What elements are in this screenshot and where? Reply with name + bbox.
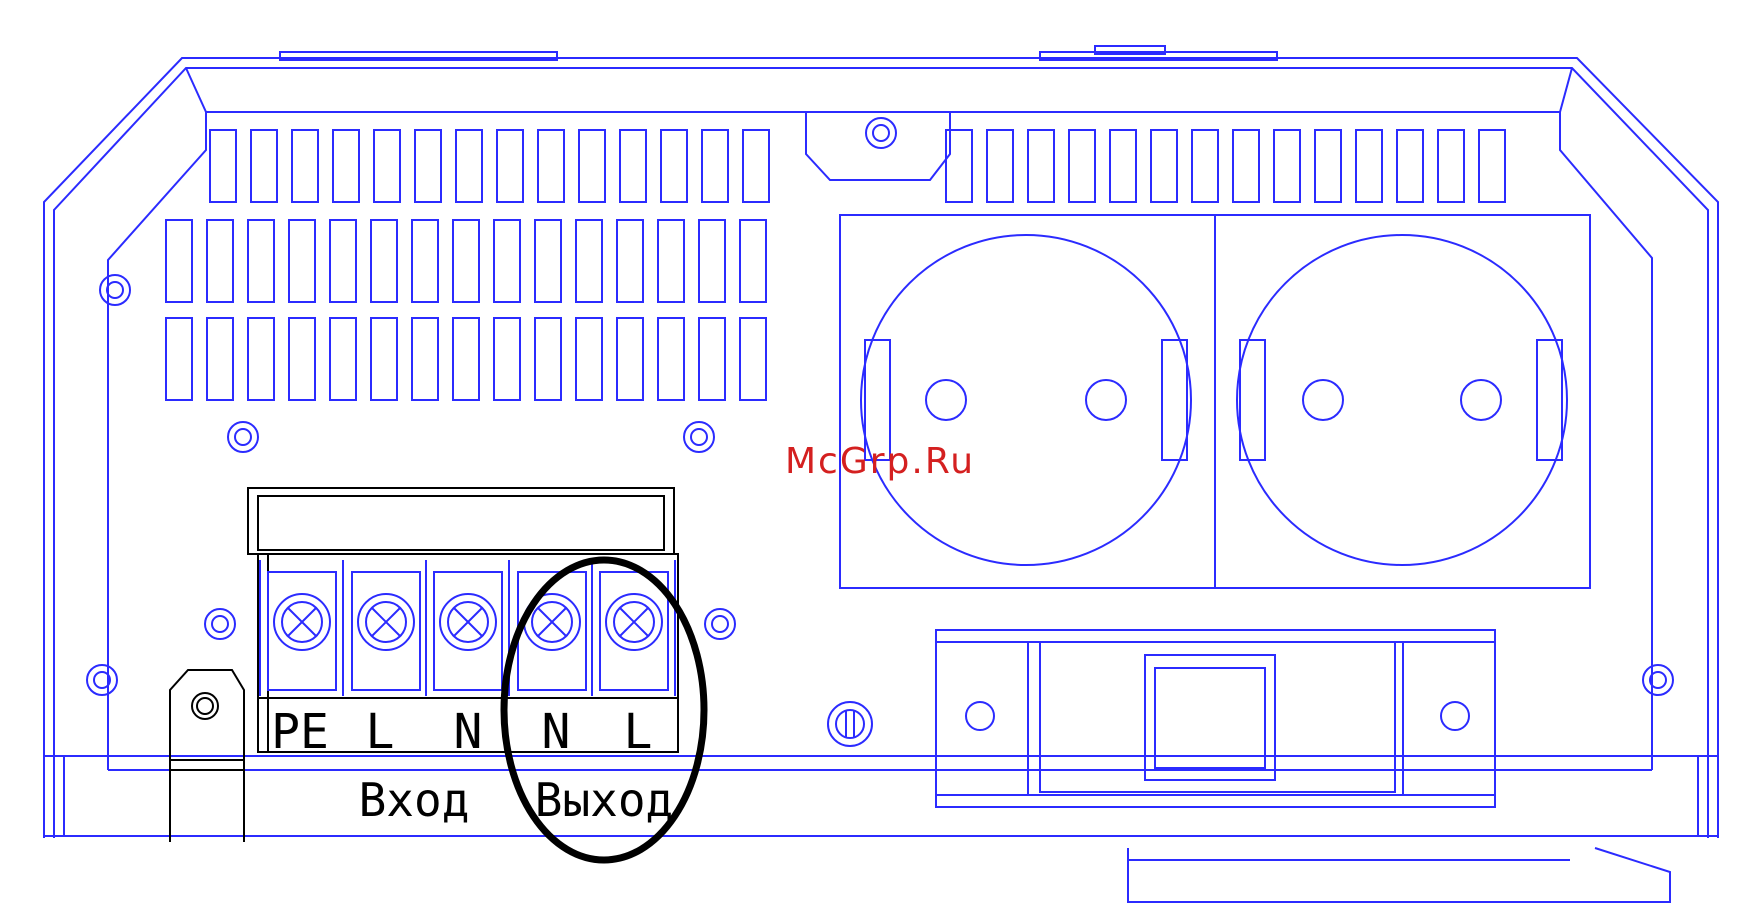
vent-slot — [1192, 130, 1218, 202]
power-switch — [936, 630, 1495, 807]
vent-slot — [579, 130, 605, 202]
vent-slot — [702, 130, 728, 202]
vent-slot — [1274, 130, 1300, 202]
vent-slot — [1233, 130, 1259, 202]
screw-hole — [705, 609, 735, 639]
vent-slot — [333, 130, 359, 202]
foot — [1128, 848, 1670, 902]
vent-slot — [1397, 130, 1423, 202]
vent-slot — [248, 318, 274, 400]
vent-slot — [661, 130, 687, 202]
vent-slot — [412, 220, 438, 302]
vent-slot — [576, 220, 602, 302]
terminal-cell — [352, 572, 420, 690]
vent-slot — [453, 220, 479, 302]
terminal-label-l-out: L — [624, 704, 653, 760]
vent-slot — [494, 318, 520, 400]
vent-slot — [207, 318, 233, 400]
screw-hole-inner — [212, 616, 228, 632]
vent-slot — [1438, 130, 1464, 202]
terminal-label-n-out: N — [542, 704, 571, 760]
screw-hole-inner — [712, 616, 728, 632]
vent-slot — [456, 130, 482, 202]
vent-slot — [1356, 130, 1382, 202]
vent-slot — [740, 318, 766, 400]
vent-slot — [1069, 130, 1095, 202]
vent-slot — [658, 220, 684, 302]
terminal-block: PE L N N L Вход Выход — [248, 488, 678, 827]
screw-holes — [87, 118, 1673, 746]
watermark: McGrp.Ru — [785, 441, 975, 482]
terminal-cell — [434, 572, 502, 690]
vent-slot — [987, 130, 1013, 202]
terminal-cell — [268, 572, 336, 690]
ground-screw-inner — [836, 710, 864, 738]
ventilation-grid — [166, 130, 1505, 400]
vent-slot — [412, 318, 438, 400]
vent-slot — [617, 318, 643, 400]
vent-slot — [251, 130, 277, 202]
output-group-label: Выход — [535, 773, 673, 827]
vent-slot — [453, 318, 479, 400]
terminal-label-pe: PE — [271, 704, 329, 760]
screw-hole — [100, 275, 130, 305]
screw-hole-inner — [107, 282, 123, 298]
ground-screw — [828, 702, 872, 746]
vent-slot — [166, 220, 192, 302]
top-handle-cutout — [806, 112, 950, 180]
vent-slot — [658, 318, 684, 400]
socket-left — [840, 215, 1215, 588]
input-group-label: Вход — [359, 773, 470, 827]
vent-slot — [330, 318, 356, 400]
vent-slot — [210, 130, 236, 202]
socket-right — [1215, 215, 1590, 588]
vent-slot — [1110, 130, 1136, 202]
terminal-label-l-in: L — [366, 704, 395, 760]
vent-slot — [207, 220, 233, 302]
screw-hole — [205, 609, 235, 639]
vent-slot — [620, 130, 646, 202]
vent-slot — [371, 318, 397, 400]
vent-slot — [1315, 130, 1341, 202]
vent-slot — [1151, 130, 1177, 202]
vent-slot — [699, 220, 725, 302]
screw-hole — [866, 118, 896, 148]
vent-slot — [535, 318, 561, 400]
vent-slot — [374, 130, 400, 202]
terminal-cell — [518, 572, 586, 690]
vent-slot — [1028, 130, 1054, 202]
screw-hole — [87, 665, 117, 695]
vent-slot — [248, 220, 274, 302]
screw-hole-inner — [235, 429, 251, 445]
terminal-screws — [260, 560, 675, 696]
vent-slot — [743, 130, 769, 202]
vent-slot — [289, 220, 315, 302]
screw-hole — [228, 422, 258, 452]
vent-slot — [740, 220, 766, 302]
vent-slot — [330, 220, 356, 302]
vent-slot — [538, 130, 564, 202]
vent-slot — [494, 220, 520, 302]
screw-hole-inner — [691, 429, 707, 445]
vent-slot — [289, 318, 315, 400]
vent-slot — [699, 318, 725, 400]
screw-hole — [1643, 665, 1673, 695]
terminal-cell — [600, 572, 668, 690]
terminal-label-n-in: N — [454, 704, 483, 760]
vent-slot — [535, 220, 561, 302]
vent-slot — [617, 220, 643, 302]
vent-slot — [497, 130, 523, 202]
vent-slot — [166, 318, 192, 400]
vent-slot — [576, 318, 602, 400]
vent-slot — [1479, 130, 1505, 202]
vent-slot — [415, 130, 441, 202]
screw-hole-inner — [873, 125, 889, 141]
vent-slot — [371, 220, 397, 302]
vent-slot — [292, 130, 318, 202]
screw-hole — [684, 422, 714, 452]
